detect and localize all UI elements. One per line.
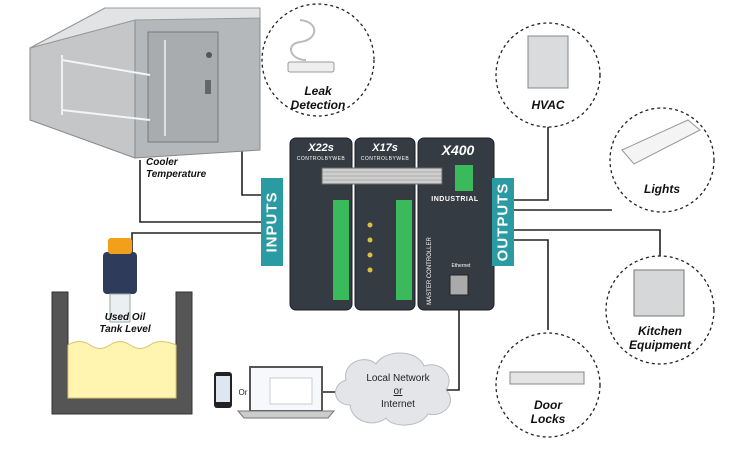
- wire-oil: [131, 232, 265, 280]
- network-label-line2: or: [393, 386, 403, 397]
- leak-label-line1: Leak: [304, 84, 332, 98]
- leak-detection-node: [261, 3, 375, 117]
- module3-brand: X400: [441, 142, 475, 158]
- module1-sub: CONTROLBYWEB: [296, 156, 346, 162]
- network-label: Local Network or Internet: [350, 372, 446, 411]
- oil-tank: [51, 238, 193, 415]
- maglock-bar: [509, 371, 585, 385]
- kitchen-label-line2: Equipment: [629, 338, 691, 352]
- module-x17s-terminal: [396, 200, 412, 300]
- module1-brand: X22s: [308, 142, 334, 154]
- kitchen-label-line1: Kitchen: [637, 324, 682, 338]
- hvac-node: [495, 22, 601, 128]
- wire-kitchen: [498, 229, 661, 262]
- module3-sub: INDUSTRIAL: [431, 196, 479, 203]
- lights-node: [609, 107, 715, 213]
- door-locks-node: [495, 332, 601, 438]
- hvac-unit: [527, 35, 569, 89]
- module2-brand: X17s: [372, 142, 398, 154]
- fryer-unit: [633, 269, 685, 317]
- wire-cooler: [139, 160, 265, 223]
- kitchen-node: [605, 255, 715, 365]
- wire-network: [445, 300, 460, 391]
- laptop-icon: [236, 366, 336, 419]
- hvac-label-text: HVAC: [531, 98, 565, 112]
- cooler-label-line1: Cooler: [146, 157, 178, 168]
- wire-hvac: [498, 127, 549, 201]
- network-label-line3: Internet: [381, 399, 415, 410]
- phone-icon: [214, 372, 232, 408]
- walk-in-cooler-image: [29, 7, 261, 159]
- module3-ethernet: Ethernet: [451, 263, 471, 269]
- door-label-line2: Locks: [530, 412, 566, 426]
- oil-fill: [67, 341, 177, 399]
- oil-label: Used Oil Tank Level: [80, 312, 170, 336]
- tank-sensor-body: [103, 252, 137, 294]
- door-label-line1: Door: [534, 398, 562, 412]
- inputs-label: INPUTS: [263, 191, 281, 253]
- module-x400-terminal: [455, 165, 473, 191]
- outputs-bar: OUTPUTS: [492, 178, 514, 266]
- kitchen-label: Kitchen Equipment: [618, 324, 702, 352]
- network-cloud: [335, 352, 451, 426]
- leak-label: Leak Detection: [278, 84, 358, 112]
- controller-modules: [289, 137, 495, 311]
- ethernet-port: [449, 274, 469, 296]
- lights-label-text: Lights: [644, 182, 680, 196]
- ribbon-cable-lines: [322, 171, 442, 181]
- network-label-line1: Local Network: [366, 373, 430, 384]
- leak-label-line2: Detection: [290, 98, 346, 112]
- outputs-label: OUTPUTS: [494, 182, 512, 262]
- hvac-label: HVAC: [518, 98, 578, 112]
- lights-label: Lights: [632, 182, 692, 196]
- wire-leak: [241, 140, 265, 196]
- oil-label-line2: Tank Level: [99, 324, 151, 335]
- light-fixture: [621, 119, 701, 165]
- phone-or-label: Or: [238, 388, 248, 397]
- tank-sensor-probe: [109, 293, 131, 323]
- inputs-bar: INPUTS: [261, 178, 283, 266]
- module2-sub: CONTROLBYWEB: [360, 156, 410, 162]
- cooler-label: Cooler Temperature: [146, 157, 246, 181]
- module-x22s-terminal: [333, 200, 349, 300]
- wire-door: [498, 239, 549, 330]
- tank-sensor-cap: [108, 238, 132, 254]
- oil-label-line1: Used Oil: [104, 312, 146, 323]
- module-x17s-leds: [367, 222, 373, 273]
- door-label: Door Locks: [518, 398, 578, 426]
- module3-vertical: MASTER CONTROLLER: [427, 237, 433, 305]
- cooler-label-line2: Temperature: [146, 169, 207, 180]
